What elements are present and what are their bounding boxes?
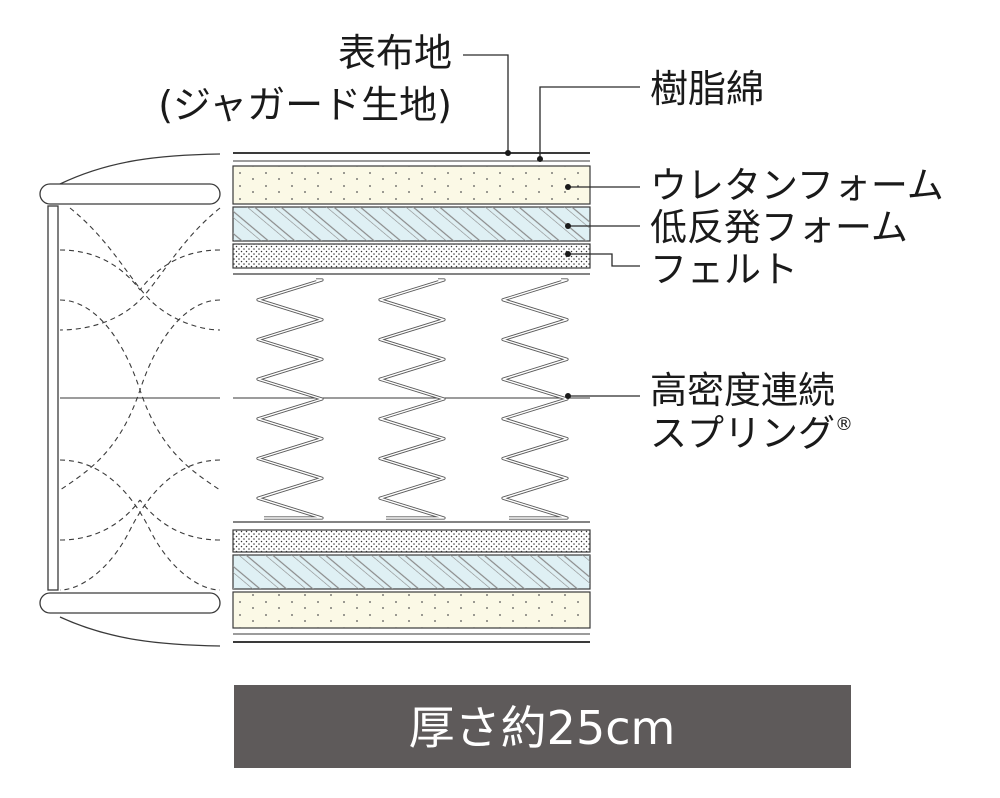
- springs: [256, 278, 569, 520]
- side-view: [39, 153, 221, 647]
- thickness-caption: 厚さ約25cm: [234, 685, 851, 768]
- caption-text: 厚さ約25cm: [409, 701, 676, 755]
- coil-spring: [256, 278, 324, 520]
- label-low-rebound-foam: 低反発フォーム: [650, 206, 908, 249]
- caption-background: [234, 685, 851, 768]
- layer-stack: [232, 152, 591, 643]
- quilting-stitches: [59, 207, 221, 591]
- label-cover-fabric-sub: (ジャガード生地): [158, 83, 452, 127]
- label-cover-fabric: 表布地: [338, 31, 452, 75]
- leader-lines: [463, 54, 640, 397]
- label-urethane-foam: ウレタンフォーム: [650, 164, 944, 207]
- coil-spring: [379, 279, 445, 519]
- leader-dots: [505, 150, 571, 399]
- coil-spring: [378, 278, 446, 520]
- label-spring-text: スプリング: [650, 412, 835, 455]
- coil-spring: [501, 278, 569, 520]
- registered-mark: ®: [835, 414, 853, 435]
- label-spring-line1: 高密度連続: [650, 369, 835, 412]
- leader-cover-fabric: [463, 54, 509, 152]
- label-resin-cotton: 樹脂綿: [650, 67, 764, 111]
- label-spring-line2: スプリング®: [650, 412, 853, 455]
- coil-spring: [257, 279, 323, 519]
- coil-spring: [502, 279, 568, 519]
- spring-core: [233, 278, 590, 520]
- leader-resin-cotton: [539, 86, 640, 158]
- label-felt: フェルト: [650, 248, 798, 291]
- leader-felt: [568, 253, 640, 267]
